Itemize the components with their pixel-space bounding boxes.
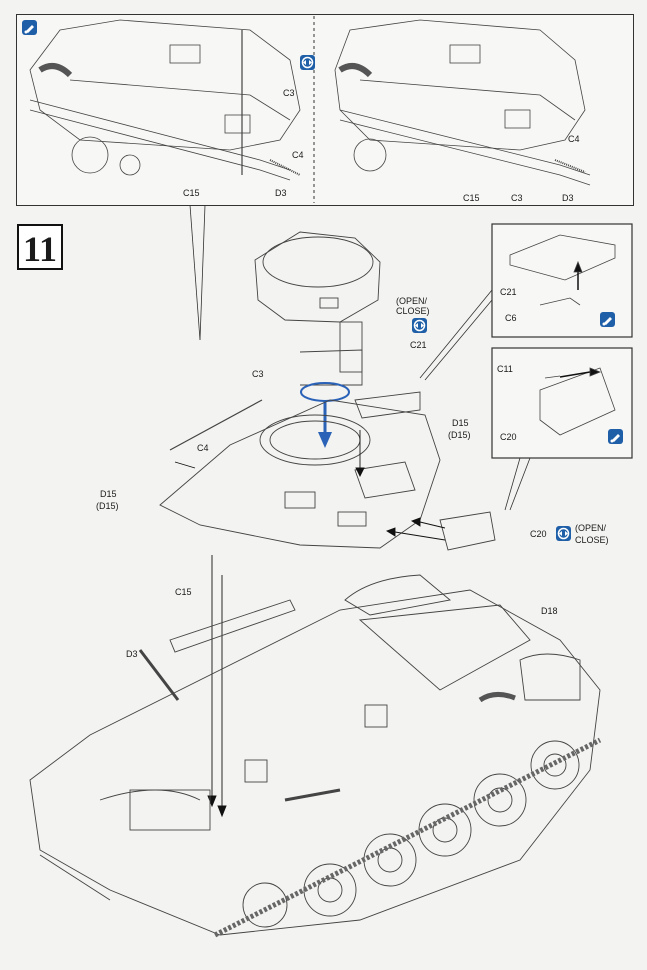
label-c3-top-left: C3 <box>283 88 295 98</box>
label-c15-top-right: C15 <box>463 193 480 203</box>
label-c3-top-right: C3 <box>511 193 523 203</box>
alternative-position-icon-c20 <box>556 526 571 541</box>
label-d3-main: D3 <box>126 649 138 659</box>
label-c4-main: C4 <box>197 443 209 453</box>
alternative-position-icon-open-close <box>412 318 427 333</box>
label-c21-detail: C21 <box>500 287 517 297</box>
label-c20-open: (OPEN/ <box>575 523 607 533</box>
label-c20-close: CLOSE) <box>575 535 609 545</box>
label-d15-right-paren: (D15) <box>448 430 471 440</box>
label-d15-left: D15 <box>100 489 117 499</box>
label-c4-top-right: C4 <box>568 134 580 144</box>
rotation-arrow <box>300 382 350 448</box>
tank-hull-sketch-right <box>334 19 591 186</box>
glue-icon-c20-detail <box>608 429 623 444</box>
glue-icon <box>22 20 37 35</box>
assembly-arrows <box>174 430 446 818</box>
label-c11-detail: C11 <box>497 364 513 374</box>
top-inset-frame <box>16 14 634 206</box>
label-c15-top-left: C15 <box>183 188 200 198</box>
label-c3-main: C3 <box>252 369 264 379</box>
label-c20-main: C20 <box>530 529 547 539</box>
label-d3-top-right: D3 <box>562 193 574 203</box>
turret-sketch <box>254 231 381 386</box>
step-number: 11 <box>17 224 63 270</box>
label-c15-main: C15 <box>175 587 192 597</box>
tank-hull-sketch-left <box>29 19 301 181</box>
c20-detail-sketch <box>539 367 616 436</box>
label-c4-top-left: C4 <box>292 150 304 160</box>
label-d3-top-left: D3 <box>275 188 287 198</box>
label-c6-detail: C6 <box>505 313 517 323</box>
label-d15-left-paren: (D15) <box>96 501 119 511</box>
label-c21-main: C21 <box>410 340 427 350</box>
superstructure-sketch <box>159 391 496 551</box>
label-d15-right: D15 <box>452 418 469 428</box>
label-d18-main: D18 <box>541 606 558 616</box>
label-close: CLOSE) <box>396 306 430 316</box>
alternative-position-icon <box>300 55 315 70</box>
label-c20-detail: C20 <box>500 432 517 442</box>
label-open: (OPEN/ <box>396 296 428 306</box>
glue-icon-c21-detail <box>600 312 615 327</box>
lower-hull-sketch <box>29 574 602 938</box>
c21-detail-sketch <box>509 234 616 306</box>
